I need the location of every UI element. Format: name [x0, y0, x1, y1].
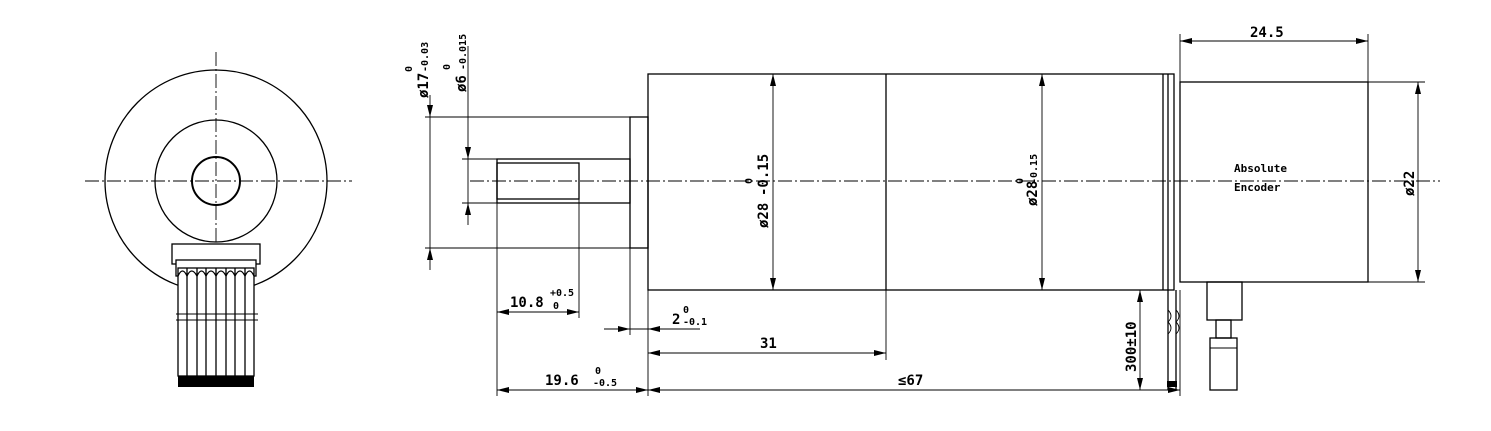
svg-text:ø6: ø6 — [454, 75, 470, 92]
svg-text:-0.15: -0.15 — [756, 154, 772, 196]
svg-text:-0.015: -0.015 — [458, 34, 469, 70]
svg-text:300±10: 300±10 — [1124, 321, 1140, 372]
svg-text:2: 2 — [672, 312, 680, 328]
dim-lead-300: 300±10 — [1124, 290, 1143, 390]
svg-text:-0.03: -0.03 — [420, 42, 431, 72]
encoder-label-line1: Absolute — [1234, 162, 1287, 175]
dim-len-2: 2 0 -0.1 — [604, 248, 707, 396]
dim-len-67: ≤67 — [648, 290, 1181, 396]
svg-text:ø22: ø22 — [1402, 171, 1418, 196]
encoder-label-line2: Encoder — [1234, 181, 1281, 194]
svg-text:-0.1: -0.1 — [683, 317, 707, 328]
svg-text:≤67: ≤67 — [898, 373, 923, 389]
svg-text:0: 0 — [1015, 178, 1026, 184]
front-view — [85, 52, 352, 387]
svg-text:ø28: ø28 — [756, 203, 772, 228]
dim-len-10-8: 10.8 +0.5 0 — [496, 199, 580, 396]
svg-text:0: 0 — [683, 305, 689, 316]
svg-text:0: 0 — [404, 66, 415, 72]
dim-dia-28-rear: ø28 0 -0.15 — [1015, 74, 1045, 290]
dim-len-19-6: 19.6 0 -0.5 — [497, 366, 648, 393]
motor-body — [647, 73, 1175, 291]
dim-dia-6: ø6 0 -0.015 — [442, 34, 497, 225]
svg-text:ø28: ø28 — [1025, 181, 1041, 206]
svg-text:31: 31 — [760, 336, 777, 352]
svg-text:0: 0 — [744, 178, 755, 184]
dim-len-24-5: 24.5 — [1179, 25, 1369, 82]
svg-text:-0.5: -0.5 — [593, 378, 617, 389]
ribbon-cable — [176, 267, 258, 387]
svg-text:0: 0 — [595, 366, 601, 377]
encoder-body — [1179, 81, 1369, 283]
svg-text:0: 0 — [442, 64, 453, 70]
svg-text:ø17: ø17 — [416, 73, 432, 98]
svg-text:+0.5: +0.5 — [550, 288, 574, 299]
svg-text:24.5: 24.5 — [1250, 25, 1284, 41]
dim-dia-22: ø22 — [1368, 81, 1425, 283]
pilot-flange — [629, 116, 649, 249]
side-view: Absolute Encoder ø17 0 -0.03 — [404, 25, 1440, 396]
motor-leads — [1167, 290, 1180, 390]
dim-len-31: 31 — [648, 290, 887, 360]
svg-text:19.6: 19.6 — [545, 373, 579, 389]
svg-text:-0.15: -0.15 — [1029, 154, 1040, 184]
dim-dia-28-front: ø28 0 -0.15 — [744, 74, 776, 290]
svg-text:0: 0 — [553, 301, 559, 312]
dim-dia-17: ø17 0 -0.03 — [404, 42, 630, 270]
svg-text:10.8: 10.8 — [510, 295, 544, 311]
encoder-connector — [1206, 281, 1243, 391]
